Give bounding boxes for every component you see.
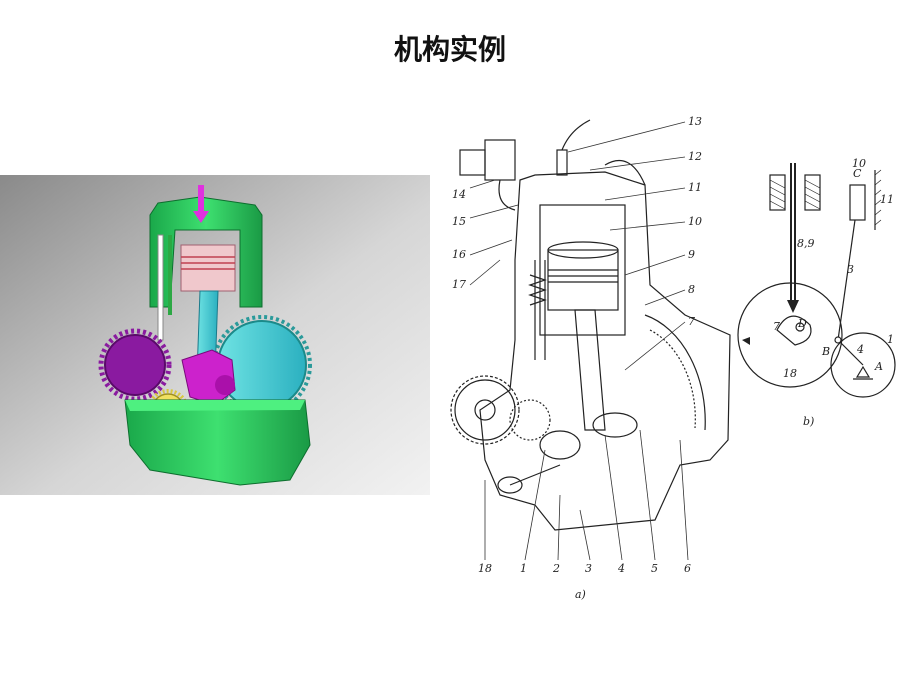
caption-a: a) (575, 588, 586, 601)
label-10-b: 10 (852, 157, 866, 170)
label-11: 11 (688, 181, 702, 194)
label-13: 13 (688, 115, 702, 128)
label-12: 12 (688, 150, 702, 163)
label-3: 3 (585, 562, 592, 575)
label-1: 1 (520, 562, 527, 575)
label-15: 15 (452, 215, 466, 228)
label-8-9: 8,9 (797, 237, 815, 250)
engine-3d-render (0, 175, 430, 495)
label-A: A (874, 360, 883, 373)
label-9: 9 (688, 248, 695, 261)
label-11-b: 11 (880, 193, 894, 206)
label-4-b: 4 (856, 343, 864, 356)
caption-b: b) (803, 415, 814, 428)
label-7-b: 7 (773, 320, 780, 333)
label-8: 8 (688, 283, 695, 296)
label-C: C (853, 167, 862, 180)
kinematic-schematic: C 10 11 8,9 3 7 D B 4 A 1 18 b) (735, 155, 900, 435)
label-18-b: 18 (783, 367, 797, 380)
label-3-b: 3 (847, 263, 854, 276)
label-6: 6 (684, 562, 691, 575)
label-7: 7 (688, 315, 695, 328)
label-10: 10 (688, 215, 702, 228)
label-14: 14 (452, 188, 466, 201)
label-4: 4 (617, 562, 625, 575)
label-1-b: 1 (887, 333, 894, 346)
label-5: 5 (651, 562, 658, 575)
label-18: 18 (478, 562, 492, 575)
label-17: 17 (452, 278, 466, 291)
engine-cutaway-drawing: 13 12 11 10 9 8 7 14 15 16 17 18 1 2 3 4… (440, 110, 735, 610)
label-2: 2 (552, 562, 560, 575)
page-title: 机构实例 (393, 33, 506, 66)
label-D: D (797, 317, 807, 330)
label-B: B (821, 345, 830, 358)
label-16: 16 (452, 248, 466, 261)
